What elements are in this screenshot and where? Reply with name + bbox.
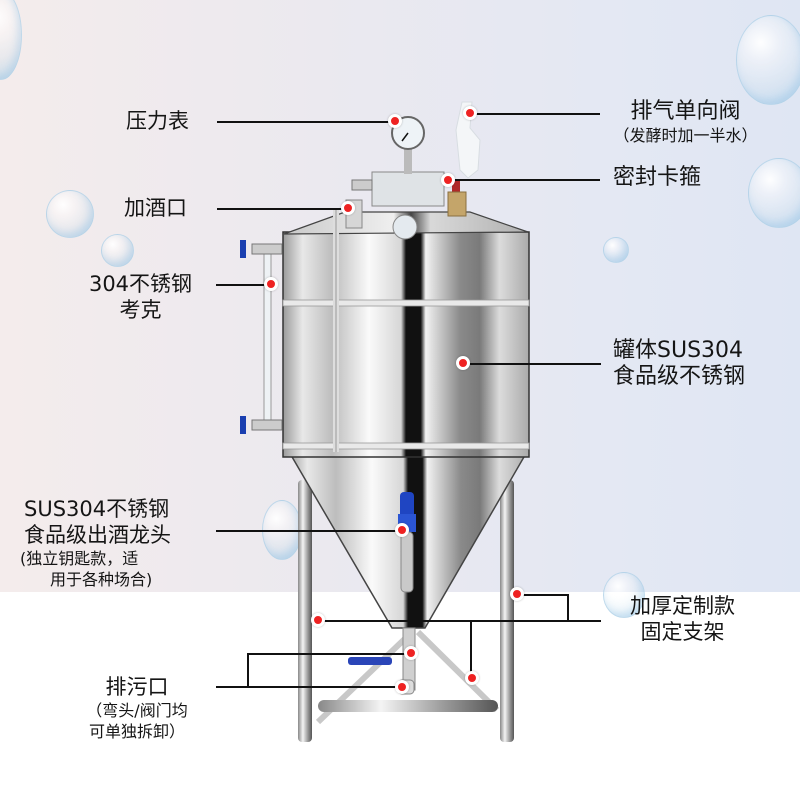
marker-dot: [465, 671, 479, 685]
label-tap: SUS304不锈钢 食品级出酒龙头 (独立钥匙款，适 用于各种场合): [20, 496, 171, 590]
label-drain-title: 排污口: [105, 675, 169, 699]
leader-tank-body: [470, 363, 601, 365]
label-airlock-title: 排气单向阀: [630, 99, 741, 124]
label-sight-glass-line2: 考克: [119, 298, 162, 322]
marker-dot: [395, 523, 409, 537]
label-tap-line4: 用于各种场合): [50, 570, 153, 589]
label-tap-line2: 食品级出酒龙头: [24, 523, 171, 547]
label-sight-glass: 304不锈钢 考克: [73, 271, 208, 323]
leader-tap: [216, 530, 404, 532]
leader-stand: [567, 594, 569, 621]
leader-stand: [470, 620, 472, 678]
bubble-decoration: [603, 237, 629, 263]
leader-sight-glass: [216, 284, 266, 286]
leader-pressure-gauge: [217, 121, 395, 123]
bubble-decoration: [603, 572, 645, 618]
leader-clamp: [450, 179, 600, 181]
label-sight-glass-line1: 304不锈钢: [88, 272, 193, 296]
label-fill-port: 加酒口: [124, 195, 187, 221]
label-drain-line3: 可单独拆卸）: [88, 722, 185, 741]
bubble-decoration: [748, 158, 800, 228]
label-tap-line1: SUS304不锈钢: [24, 497, 170, 521]
label-drain: 排污口 （弯头/阀门均 可单独拆卸）: [62, 674, 212, 742]
label-stand-line1: 加厚定制款: [630, 594, 735, 618]
leader-stand: [320, 620, 601, 622]
bubble-decoration: [736, 15, 800, 105]
marker-dot: [311, 613, 325, 627]
marker-dot: [388, 114, 402, 128]
label-clamp-title: 密封卡箍: [613, 165, 702, 190]
label-airlock-note: （发酵时加一半水）: [613, 126, 758, 145]
marker-dot: [463, 106, 477, 120]
marker-dot: [441, 173, 455, 187]
label-tank-body: 罐体SUS304 食品级不锈钢: [613, 338, 745, 390]
label-airlock: 排气单向阀 （发酵时加一半水）: [598, 99, 773, 146]
leader-drain: [247, 653, 409, 655]
label-pressure-gauge: 压力表: [126, 108, 189, 134]
label-tank-body-line2: 食品级不锈钢: [613, 364, 746, 389]
label-fill-port-title: 加酒口: [124, 196, 187, 220]
marker-dot: [264, 277, 278, 291]
leader-airlock: [472, 113, 600, 115]
label-tank-body-line1: 罐体SUS304: [613, 338, 744, 363]
marker-dot: [510, 587, 524, 601]
leader-fill-port: [217, 208, 344, 210]
label-pressure-gauge-title: 压力表: [126, 109, 189, 133]
label-tap-line3: (独立钥匙款，适: [20, 549, 139, 568]
label-stand-line2: 固定支架: [640, 620, 725, 644]
marker-dot: [395, 680, 409, 694]
leader-drain: [216, 686, 402, 688]
bubble-decoration: [101, 234, 134, 267]
label-clamp: 密封卡箍: [613, 165, 701, 191]
leader-stand: [518, 594, 568, 596]
marker-dot: [404, 646, 418, 660]
label-drain-line2: （弯头/阀门均: [86, 701, 188, 720]
marker-dot: [456, 356, 470, 370]
bubble-decoration: [46, 190, 94, 238]
label-stand: 加厚定制款 固定支架: [615, 593, 750, 645]
marker-dot: [341, 201, 355, 215]
leader-drain: [247, 653, 249, 687]
